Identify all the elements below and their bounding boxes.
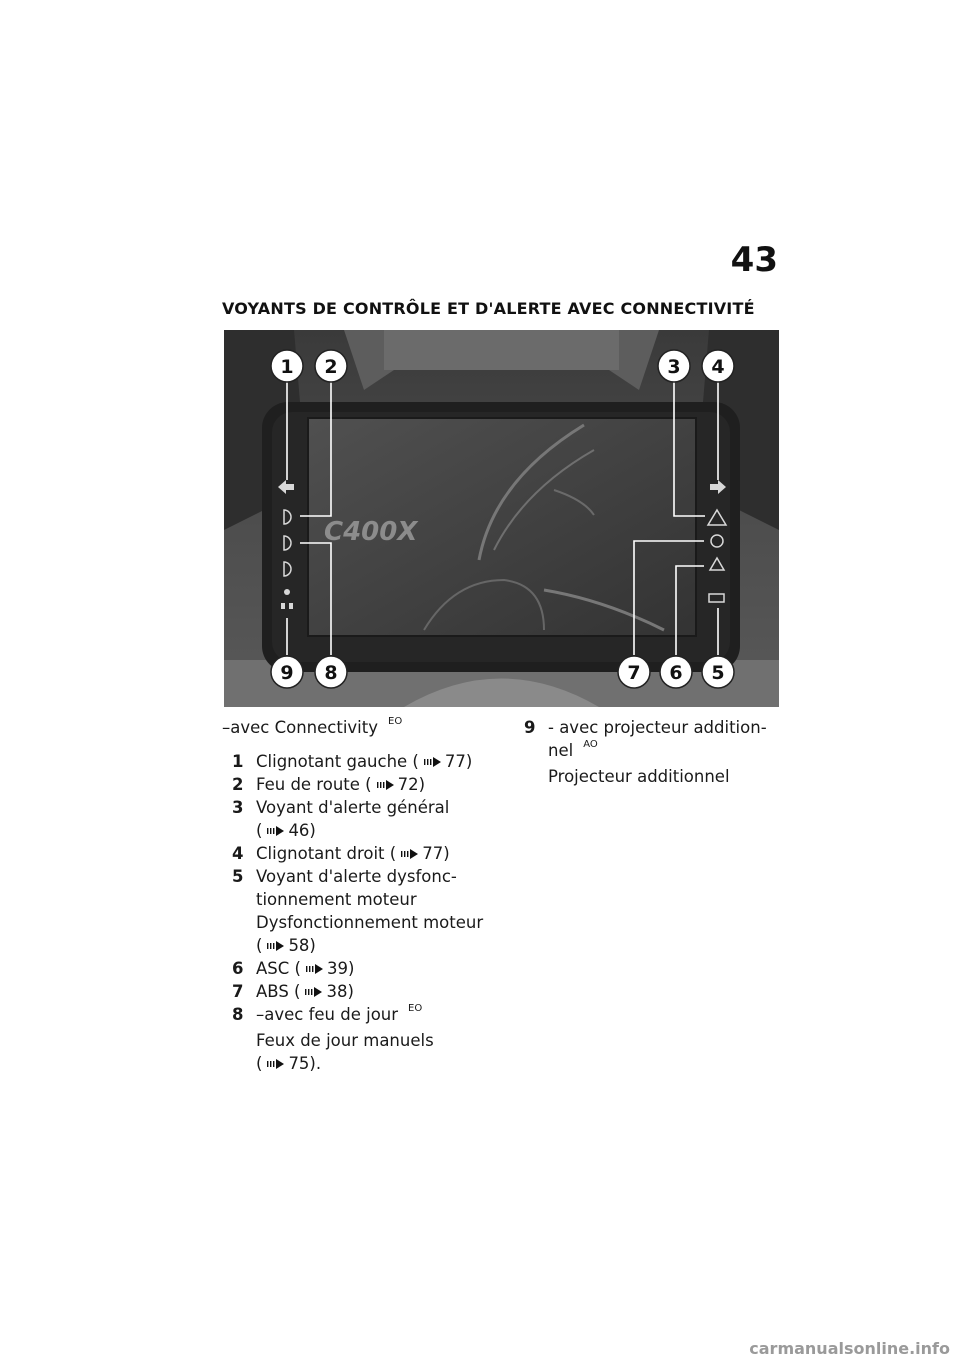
callout-5: 5 <box>701 655 735 689</box>
right-indicator-icon <box>710 480 726 494</box>
svg-text:8: 8 <box>324 662 337 684</box>
legend-item-2: 2 Feu de route (72) <box>232 775 426 794</box>
left-indicator-icon <box>278 480 294 494</box>
legend-item-3: 3 Voyant d'alerte général (46) <box>222 796 492 842</box>
callout-7: 7 <box>617 655 651 689</box>
option-code: EO <box>388 716 403 727</box>
svg-text:4: 4 <box>711 356 724 378</box>
page-ref-arrow-icon <box>304 986 324 998</box>
callout-3: 3 <box>657 349 691 383</box>
dashboard-figure: C400X <box>224 330 779 707</box>
page-ref-arrow-icon <box>266 825 286 837</box>
high-beam-icon <box>283 509 292 525</box>
callout-6: 6 <box>659 655 693 689</box>
page-reference[interactable]: (46) <box>256 821 316 840</box>
callout-8: 8 <box>314 655 348 689</box>
daytime-light-icon <box>283 535 292 551</box>
svg-text:3: 3 <box>667 356 680 378</box>
page-reference[interactable]: 77) <box>396 844 450 863</box>
callout-9: 9 <box>270 655 304 689</box>
dashboard-illustration: C400X <box>224 330 779 707</box>
svg-text:5: 5 <box>711 662 724 684</box>
legend-item-5: 5 Voyant d'alerte dysfonc- tionnement mo… <box>222 865 492 957</box>
option-code: EO <box>408 1003 423 1014</box>
page-ref-arrow-icon <box>423 756 443 768</box>
abs-icon <box>710 534 724 548</box>
svg-text:6: 6 <box>669 662 682 684</box>
page-reference[interactable]: 39) <box>301 959 354 978</box>
svg-text:C400X: C400X <box>324 517 419 547</box>
section-title: VOYANTS DE CONTRÔLE ET D'ALERTE AVEC CON… <box>222 299 755 318</box>
legend-item-1: 1 Clignotant gauche (77) <box>232 752 473 771</box>
option-code: AO <box>583 739 598 750</box>
watermark: carmanualsonline.info <box>749 1339 950 1358</box>
page-ref-arrow-icon <box>266 940 286 952</box>
page-reference[interactable]: (75). <box>256 1054 322 1073</box>
page-reference[interactable]: 38) <box>300 982 354 1001</box>
legend-item-4: 4 Clignotant droit (77) <box>232 844 450 863</box>
callout-4: 4 <box>701 349 735 383</box>
page-ref-arrow-icon <box>305 963 325 975</box>
page-reference[interactable]: 72) <box>372 775 425 794</box>
svg-text:1: 1 <box>280 356 293 378</box>
page-number: 43 <box>730 240 778 280</box>
page-ref-arrow-icon <box>266 1058 286 1070</box>
svg-text:2: 2 <box>324 356 337 378</box>
page-ref-arrow-icon <box>376 779 396 791</box>
svg-text:9: 9 <box>280 662 293 684</box>
svg-text:7: 7 <box>627 662 640 684</box>
asc-icon <box>708 556 726 571</box>
page-ref-arrow-icon <box>400 848 420 860</box>
engine-icon <box>708 593 725 603</box>
aux-light-icon <box>283 561 292 577</box>
callout-markers: 1 2 3 4 9 8 7 6 5 <box>270 349 735 689</box>
page-reference[interactable]: (58) <box>256 936 316 955</box>
legend-item-7: 7 ABS (38) <box>232 982 354 1001</box>
callout-2: 2 <box>314 349 348 383</box>
page-reference[interactable]: 77) <box>419 752 472 771</box>
legend-item-6: 6 ASC (39) <box>232 959 355 978</box>
general-warning-icon <box>706 508 728 526</box>
callout-1: 1 <box>270 349 304 383</box>
